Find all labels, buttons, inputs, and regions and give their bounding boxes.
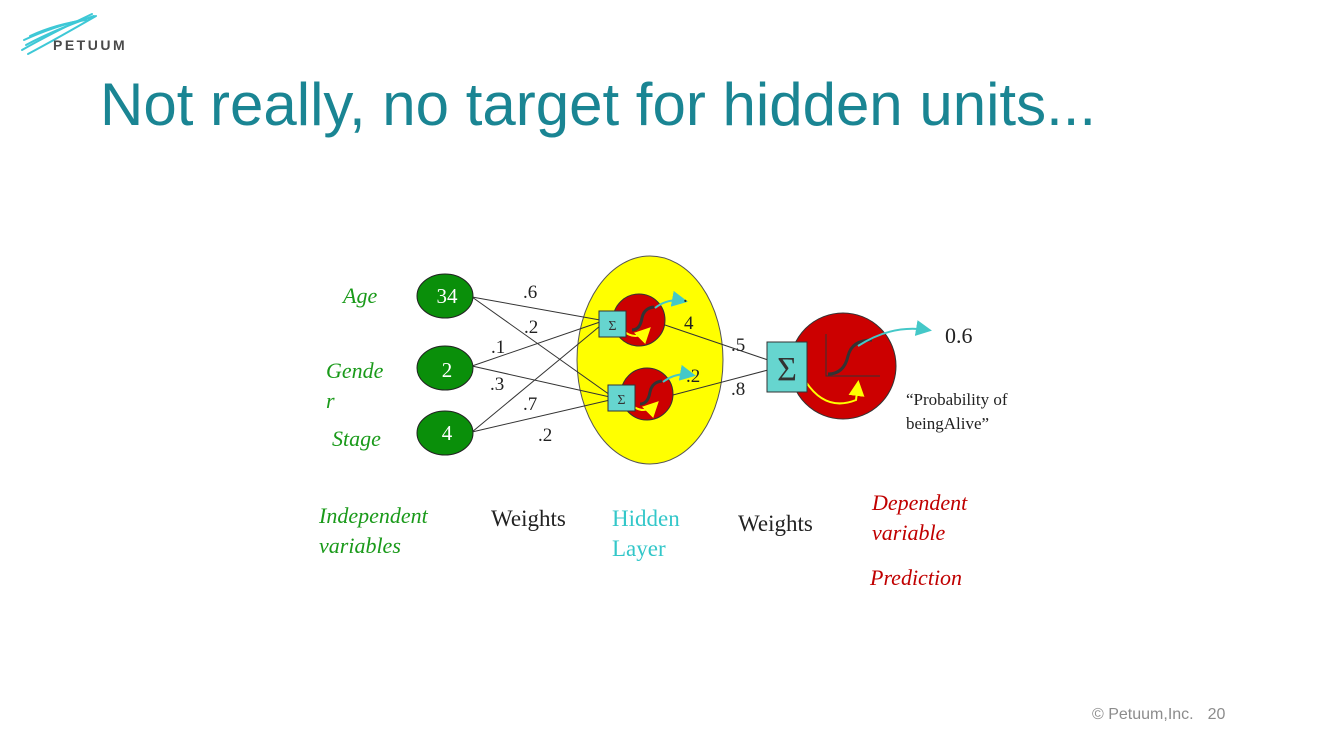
- hidden-sigma-box-1: [598, 310, 627, 338]
- axes-icon: [825, 334, 880, 377]
- teal-arrow-icon: [662, 364, 696, 383]
- label-dependent-1: Dependent: [871, 490, 968, 515]
- logo-swoosh-icon: [21, 13, 97, 55]
- label-hidden-2: Layer: [612, 536, 666, 561]
- weight-label: .6: [523, 282, 537, 303]
- input-value-stage: 4: [442, 421, 453, 445]
- petuum-logo: [21, 13, 97, 55]
- hidden-connections: [664, 324, 769, 396]
- label-dependent-2: variable: [872, 520, 946, 545]
- input-value-age: 34: [437, 284, 459, 308]
- page-number: 20: [1207, 706, 1226, 723]
- output-value: 0.6: [945, 323, 973, 348]
- label-weights-2: Weights: [738, 511, 813, 536]
- logo-text: PETUUM: [53, 37, 128, 53]
- weight-label: .7: [523, 394, 537, 415]
- teal-arrow-icon: [857, 320, 932, 347]
- input-value-gender: 2: [442, 358, 453, 382]
- weight-label: .2: [686, 366, 700, 387]
- weight-label: .: [683, 286, 688, 307]
- slide-title: Not really, no target for hidden units..…: [100, 71, 1097, 138]
- teal-arrow-icon: [654, 290, 688, 309]
- weight-label: .1: [491, 337, 505, 358]
- footer: © Petuum,Inc. 20: [1092, 706, 1225, 724]
- output-sigma-box: [766, 341, 808, 393]
- weight-label: .3: [490, 374, 504, 395]
- input-label-stage: Stage: [332, 426, 381, 451]
- weight-label: .2: [524, 317, 538, 338]
- footer-copyright: © Petuum,Inc.: [1092, 706, 1194, 723]
- label-hidden-1: Hidden: [612, 506, 680, 531]
- sigma-icon: Σ: [777, 351, 797, 388]
- sigmoid-curve-icon: [827, 338, 873, 376]
- label-independent-2: variables: [319, 533, 401, 558]
- output-caption-line-1: “Probability of: [906, 390, 1008, 409]
- input-node-gender: [416, 345, 474, 391]
- input-label-gender: Gende: [326, 358, 384, 383]
- yellow-arrow-icon: [805, 380, 865, 405]
- input-node-age: [416, 273, 474, 319]
- hidden-layer-ellipse: [576, 255, 724, 465]
- input-connections: [471, 296, 611, 433]
- label-weights-1: Weights: [491, 506, 566, 531]
- label-prediction: Prediction: [869, 565, 962, 590]
- weight-label: .2: [538, 425, 552, 446]
- sigma-icon: Σ: [617, 393, 625, 408]
- input-node-stage: [416, 410, 474, 456]
- weight-label: 4: [684, 313, 694, 334]
- input-label-age: Age: [341, 283, 377, 308]
- label-independent-1: Independent: [318, 503, 429, 528]
- sigma-icon: Σ: [608, 319, 616, 334]
- weight-label: .8: [731, 379, 745, 400]
- input-label-gender-wrap: r: [326, 388, 335, 413]
- hidden-sigma-box-2: [607, 384, 636, 412]
- output-caption-line-2: beingAlive”: [906, 414, 989, 433]
- weight-label: .5: [731, 335, 745, 356]
